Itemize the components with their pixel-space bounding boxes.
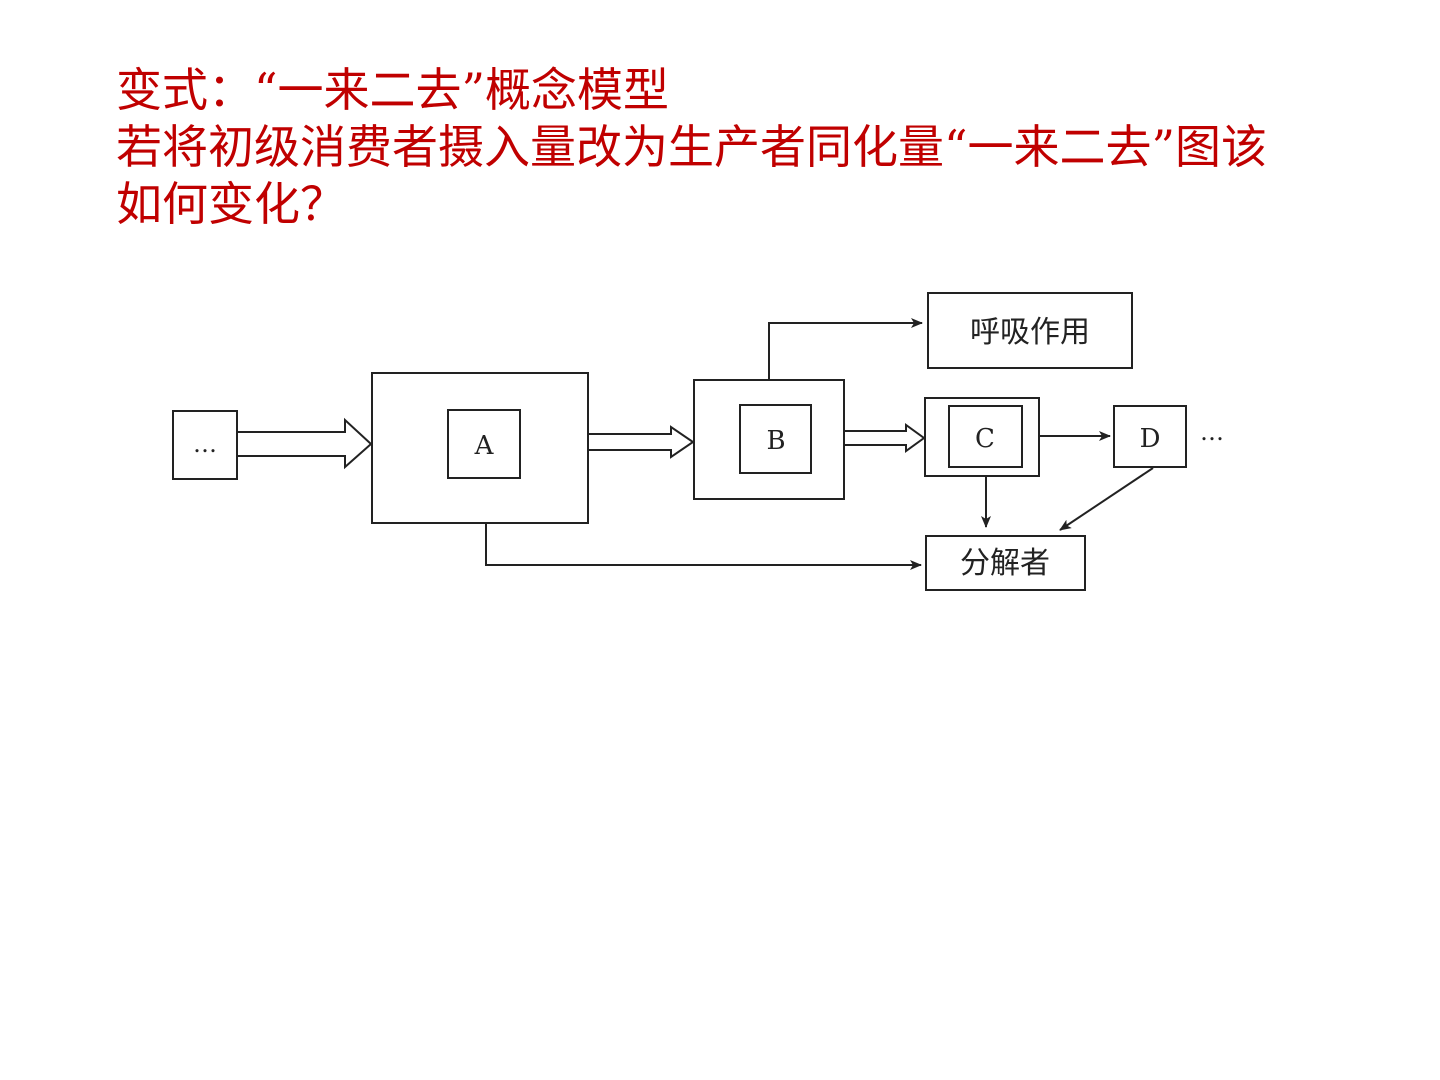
decomposer-label: 分解者 [960, 546, 1050, 581]
node-d-box: D [1113, 405, 1187, 468]
heading-line-2: 若将初级消费者摄入量改为生产者同化量“一来二去”图该 [116, 120, 1268, 174]
decomposer-box: 分解者 [925, 535, 1086, 591]
hollow-arrow-b-to-c [843, 423, 926, 453]
node-a-label: A [474, 431, 495, 461]
arrow-a-to-decomposer [485, 523, 922, 570]
node-b-label: B [766, 426, 785, 456]
start-box: … [172, 410, 238, 480]
start-ellipsis: … [193, 430, 217, 458]
heading-line-3: 如何变化？ [116, 177, 346, 231]
node-c-box: C [924, 397, 1040, 477]
hollow-arrow-a-to-b [587, 425, 695, 459]
node-d-label: D [1140, 424, 1161, 454]
node-b-box: B [693, 379, 845, 500]
node-c-label: C [975, 424, 995, 454]
slide-heading: 变式：“一来二去”概念模型 若将初级消费者摄入量改为生产者同化量“一来二去”图该… [116, 62, 1416, 233]
respiration-box: 呼吸作用 [927, 292, 1133, 369]
end-ellipsis: … [1200, 418, 1224, 446]
node-a-box: A [371, 372, 589, 524]
hollow-arrow-start-to-a [236, 417, 373, 470]
heading-line-1: 变式：“一来二去”概念模型 [116, 63, 670, 117]
arrow-b-to-respiration [768, 318, 923, 380]
respiration-label: 呼吸作用 [970, 315, 1090, 350]
arrow-d-to-decomposer [1059, 467, 1154, 531]
